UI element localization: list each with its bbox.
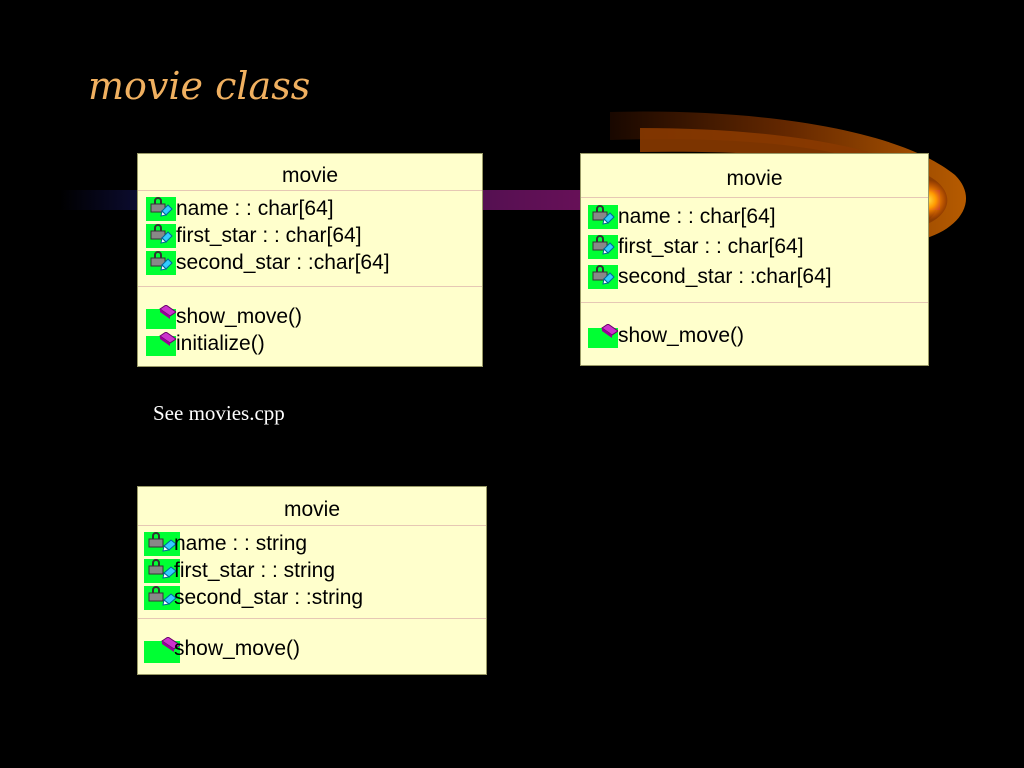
attribute-label: first_star : : string — [174, 558, 336, 582]
operation-icon — [144, 636, 180, 663]
attribute-row: second_star : :char[64] — [581, 262, 928, 292]
operation-label: show_move() — [176, 304, 303, 328]
operation-row: show_move() — [581, 321, 928, 351]
operation-icon — [588, 324, 618, 348]
operation-label: show_move() — [174, 636, 301, 660]
operation-row: show_move() — [138, 635, 486, 663]
attribute-row: name : : string — [138, 530, 486, 557]
note-text: See movies.cpp — [153, 401, 285, 425]
private-attribute-icon — [144, 531, 180, 556]
attribute-row: name : : char[64] — [138, 195, 482, 222]
operation-row: show_move() — [138, 303, 482, 330]
class-name: movie — [138, 487, 486, 526]
private-attribute-icon — [588, 205, 618, 229]
private-attribute-icon — [146, 196, 176, 221]
attribute-row: second_star : :string — [138, 584, 486, 611]
class-name: movie — [581, 154, 928, 198]
private-attribute-icon — [146, 223, 176, 248]
class-name: movie — [138, 154, 482, 191]
operation-icon — [146, 331, 176, 356]
attribute-label: name : : char[64] — [176, 196, 334, 220]
operation-icon — [146, 304, 176, 329]
attribute-row: second_star : :char[64] — [138, 249, 482, 276]
slide-title: movie class — [88, 64, 311, 108]
private-attribute-icon — [144, 585, 180, 610]
attribute-label: name : : string — [174, 531, 308, 555]
class-box-movie-1: movie name : : char[64] first_star : : c… — [137, 153, 483, 367]
attribute-row: first_star : : char[64] — [581, 232, 928, 262]
attribute-label: second_star : :char[64] — [176, 250, 390, 274]
attributes-section: name : : char[64] first_star : : char[64… — [581, 198, 928, 303]
attribute-label: second_star : :string — [174, 585, 364, 609]
attribute-label: name : : char[64] — [618, 205, 776, 228]
attribute-label: first_star : : char[64] — [176, 223, 362, 247]
private-attribute-icon — [146, 250, 176, 275]
attribute-label: second_star : :char[64] — [618, 265, 832, 288]
attributes-section: name : : string first_star : : string se… — [138, 526, 486, 619]
attribute-row: first_star : : char[64] — [138, 222, 482, 249]
attribute-row: name : : char[64] — [581, 202, 928, 232]
class-box-movie-2: movie name : : char[64] first_star : : c… — [580, 153, 929, 366]
operations-section: show_move() initialize() — [138, 287, 482, 357]
operation-row: initialize() — [138, 330, 482, 357]
private-attribute-icon — [588, 265, 618, 289]
operations-section: show_move() — [138, 619, 486, 663]
private-attribute-icon — [144, 558, 180, 583]
attributes-section: name : : char[64] first_star : : char[64… — [138, 191, 482, 287]
class-box-movie-3: movie name : : string first_star : : str… — [137, 486, 487, 675]
operations-section: show_move() — [581, 303, 928, 351]
operation-label: show_move() — [618, 324, 745, 347]
attribute-label: first_star : : char[64] — [618, 235, 804, 258]
private-attribute-icon — [588, 235, 618, 259]
attribute-row: first_star : : string — [138, 557, 486, 584]
operation-label: initialize() — [176, 331, 265, 355]
